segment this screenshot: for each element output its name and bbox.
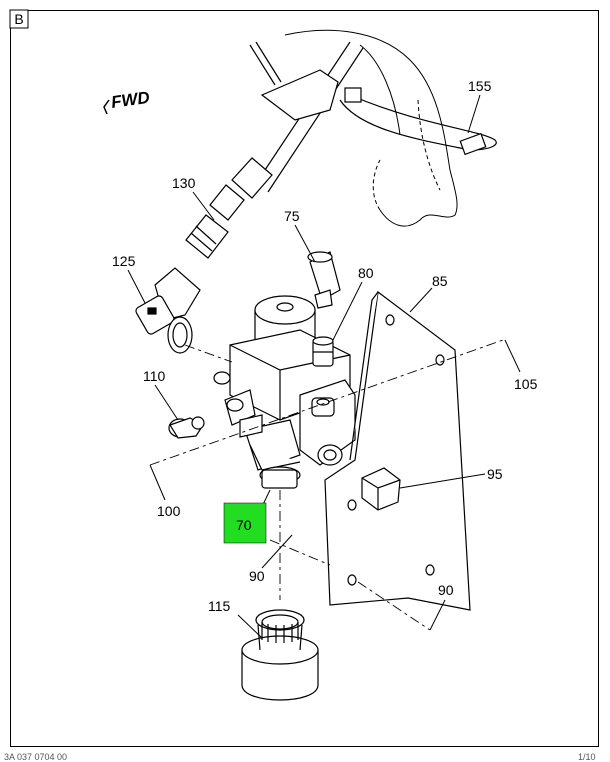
leader-lines <box>127 94 521 639</box>
callout-90-right: 90 <box>438 582 454 598</box>
callout-115: 115 <box>208 598 231 614</box>
callout-75: 75 <box>284 208 300 224</box>
callout-125: 125 <box>112 253 136 269</box>
svg-text:B: B <box>14 11 23 27</box>
callout-110: 110 <box>143 368 166 384</box>
footer-page: 1/10 <box>578 752 596 762</box>
air-line <box>249 41 364 193</box>
plug-110 <box>168 416 205 439</box>
view-label: B <box>9 9 29 29</box>
callout-155: 155 <box>468 78 492 94</box>
callout-130: 130 <box>172 175 196 191</box>
center-lines <box>149 339 504 631</box>
fitting-75 <box>307 251 341 309</box>
callout-80: 80 <box>358 265 374 281</box>
callout-70: 70 <box>236 517 252 533</box>
bolt-95 <box>361 467 401 511</box>
fitting-130 <box>185 157 273 259</box>
mounting-bracket-85 <box>324 290 471 611</box>
valve-assembly <box>213 295 356 489</box>
elbow-fitting-125 <box>135 267 201 354</box>
callout-105: 105 <box>514 376 538 392</box>
diagram-frame <box>10 10 599 747</box>
cable-tie <box>339 87 497 156</box>
footer-reference: 3A 037 0704 00 <box>4 752 68 762</box>
callout-85: 85 <box>432 273 448 289</box>
forward-direction-indicator: FWD <box>103 88 151 115</box>
callout-labels: 155 130 75 125 80 85 105 110 95 100 70 9… <box>112 78 538 614</box>
svg-text:FWD: FWD <box>110 88 151 112</box>
callout-90-left: 90 <box>249 568 265 584</box>
engine-outline <box>284 29 458 227</box>
highlight-box-70 <box>223 502 267 544</box>
callout-100: 100 <box>157 503 181 519</box>
callout-95: 95 <box>487 466 503 482</box>
filter-cap-115 <box>241 609 319 701</box>
